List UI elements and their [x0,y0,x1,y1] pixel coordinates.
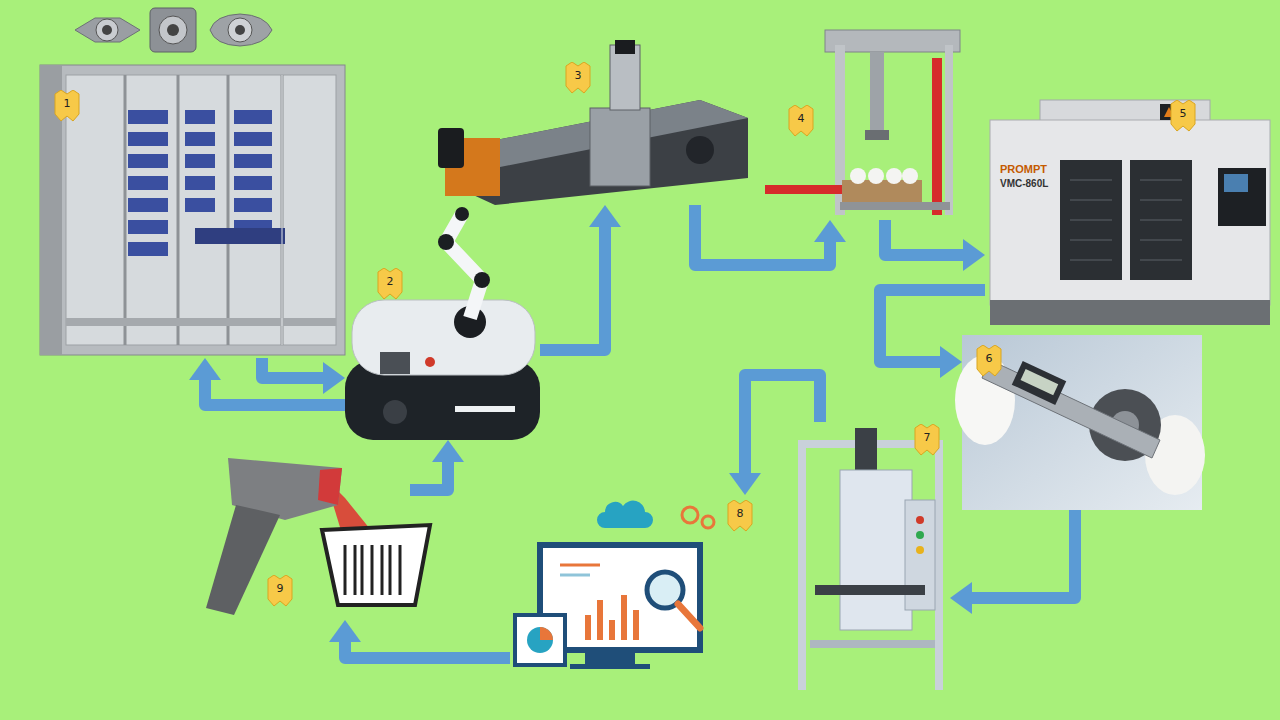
arrow-head [963,239,985,271]
callout-badge: 3 [563,62,593,94]
caliper-photo [955,335,1205,510]
model-label: VMC-860L [1000,178,1048,189]
analytics-dashboard [515,501,714,669]
arrow-head [189,358,221,380]
storage-cabinet [40,65,345,355]
station: 1 [40,8,345,358]
arrow-head [950,582,972,614]
machining-center [990,100,1270,325]
arrow-shaft [540,227,605,350]
arrow-shaft [410,462,448,490]
flow-arrow [729,375,820,495]
arrow-head [432,440,464,462]
flow-arrow [695,205,846,265]
gantry-loader [765,30,960,215]
callout-badge: 6 [974,345,1004,377]
callout-number: 3 [563,62,593,90]
arrow-head [940,346,962,378]
arrow-head [814,220,846,242]
flow-arrow [410,440,464,490]
flow-arrow [880,290,985,378]
arrow-shaft [205,380,345,405]
station: 9 [195,440,410,620]
station: 2 [345,205,540,440]
flow-arrow [189,358,345,405]
callout-badge: 2 [375,268,405,300]
flow-arrow [540,205,621,350]
callout-number: 6 [974,345,1004,373]
station: 3 [435,40,750,205]
callout-number: 4 [786,105,816,133]
flow-arrow [885,220,985,271]
callout-number: 9 [265,575,295,603]
flow-arrow [329,620,510,658]
arrow-shaft [885,220,963,255]
arrow-head [729,473,761,495]
station: 4 [765,15,960,220]
callout-number: 7 [912,424,942,452]
arrow-head [323,362,345,394]
callout-number: 2 [375,268,405,296]
callout-number: 1 [52,90,82,118]
flow-arrow [950,510,1075,614]
arrow-shaft [345,642,510,658]
barcode-scanner [206,458,430,615]
brand-label: PROMPT [1000,163,1047,175]
station: 7 [790,422,950,690]
arrow-shaft [745,375,820,473]
arrow-head [329,620,361,642]
callout-badge: 7 [912,424,942,456]
station: 6 [962,335,1202,510]
arrow-shaft [972,510,1075,598]
callout-number: 8 [725,500,755,528]
arrow-shaft [880,290,985,362]
mobile-robot [345,207,540,440]
bearing-icons [75,8,272,52]
callout-badge: 4 [786,105,816,137]
press-machine [798,428,943,690]
station: 8 [510,495,770,670]
callout-number: 5 [1168,100,1198,128]
flow-arrow [262,358,345,394]
callout-badge: 9 [265,575,295,607]
callout-badge: 5 [1168,100,1198,132]
arrow-shaft [262,358,323,378]
arrow-shaft [695,205,830,265]
linear-stage [438,40,748,205]
station: 5 [985,100,1275,325]
callout-badge: 1 [52,90,82,122]
arrow-head [589,205,621,227]
callout-badge: 8 [725,500,755,532]
